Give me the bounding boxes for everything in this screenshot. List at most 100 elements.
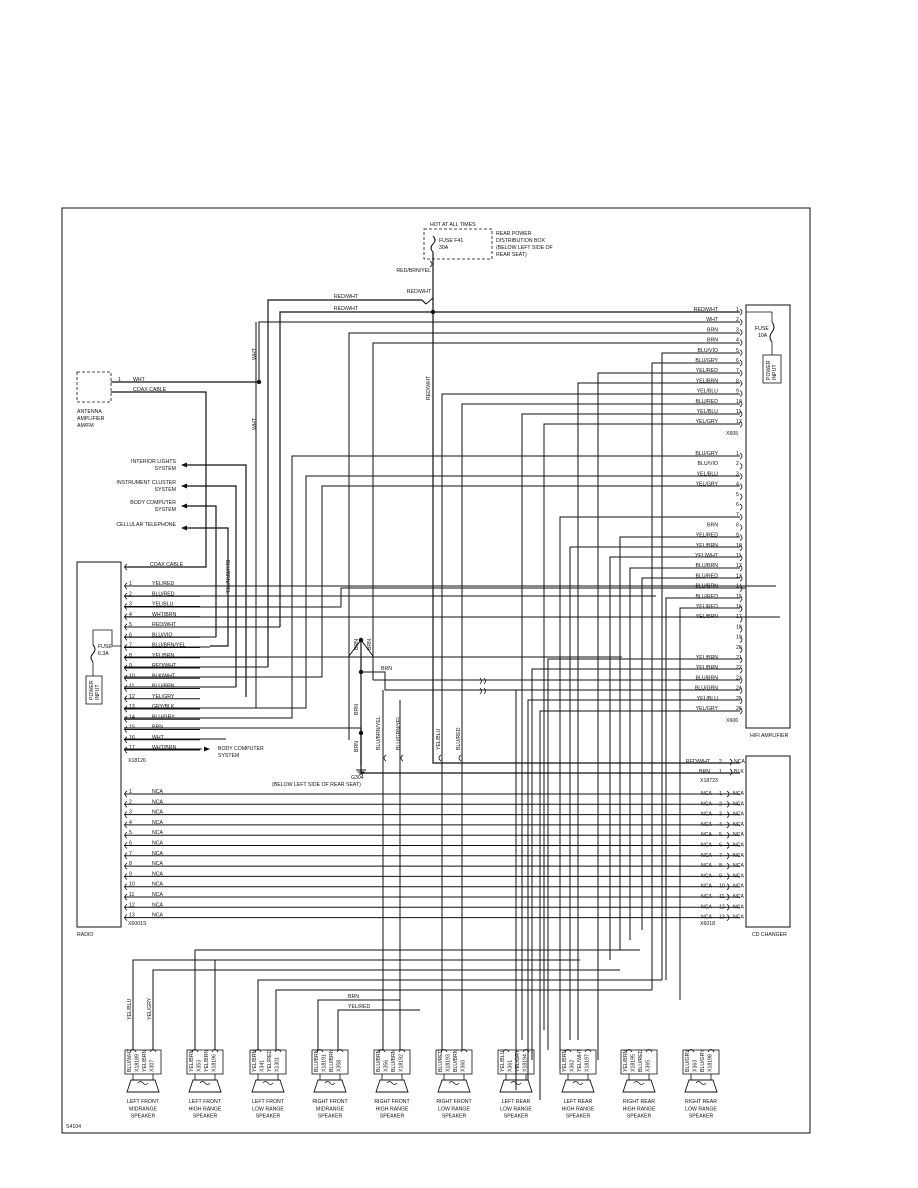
connector-terminal [460,1049,468,1053]
amp-pin-wire-label: YEL/WHT [695,553,719,559]
nca-label: NCA [733,791,744,797]
speaker-label: LEFT FRONT [252,1099,285,1105]
connector-terminal [739,390,743,397]
radio-pin-wire-label: RED/WHT [152,622,177,628]
connector-terminal [739,410,743,418]
connector-terminal [739,339,743,346]
speaker-connector-box [682,1049,720,1075]
speaker-label: HIGH RANGE [376,1106,409,1112]
radio-pin-number: 4 [129,612,132,618]
amp-pin-number: 25 [736,696,742,702]
speaker-label: RIGHT REAR [623,1099,655,1105]
amp-pin-number: 8 [736,378,739,384]
speaker-label: SPEAKER [689,1114,714,1120]
power-feed-label: RED/WHT [334,306,359,312]
fuse-label: FUSE [755,326,769,332]
connector-terminal [129,1049,137,1053]
speaker-connector-box [559,1049,597,1075]
changer-wire-label: BRN [699,769,710,775]
power-vertical-label: RED/WHT [426,375,432,400]
speaker-pin-code: BLU/BRN [329,1049,335,1072]
arrow-icon [204,746,210,752]
speaker-coil-icon [262,1081,274,1085]
amp-pin-wire-label: YEL/GRY [696,482,719,488]
amp-wire-run [441,393,740,763]
connector-terminal [739,503,743,511]
speaker-pin-code: X358 [337,1060,343,1072]
nca-label: NCA [152,871,163,877]
radio-nca-pin-number: 3 [129,810,132,816]
nca-label: NCA [701,801,712,807]
amp-pin-wire-label: YEL/BRN [696,378,718,384]
speaker-pin-code: X18192 [399,1054,405,1072]
radio-nca-pin-number: 5 [129,830,132,836]
ground-wire [361,671,740,691]
system-label: SYSTEM [155,466,176,472]
changer-connector-id: X18723 [700,778,718,784]
changer-pin-number: 3 [719,812,722,818]
amp-pin-number: 24 [736,686,742,692]
radio-pin-wire-label: WHT/BRN [152,745,176,751]
power-input-label: INPUT [95,684,101,700]
connector-terminal [739,564,743,572]
radio-pin-wire-label: YEL/GRY [152,694,175,700]
power-feed-wire [425,297,434,305]
speaker-icon [375,1079,409,1093]
nca-label: NCA [152,913,163,919]
nca-label: NCA [733,853,744,859]
connector-terminal [726,883,730,891]
connector-terminal [739,575,743,582]
speaker-icon [622,1079,656,1093]
speaker-label: HIGH RANGE [623,1106,656,1112]
amp-pin-wire-label: YEL/RED [696,368,718,374]
amp-pin-wire-label: YEL/GRY [696,419,719,425]
changer-pin-number: 8 [719,863,722,869]
speaker-label: SPEAKER [504,1114,529,1120]
radio-pin-wire-label: YEL/RED [152,581,174,587]
connector-terminal [726,893,730,901]
wire-label: BLU/GRN/YEL [396,716,402,750]
amp-wire-run [527,699,740,1080]
connector-terminal [211,1049,219,1053]
nca-label: NCA [152,841,163,847]
speaker-label: MIDRANGE [129,1106,157,1112]
connector-terminal [739,524,743,531]
speaker-icon [251,1079,285,1093]
speaker-pin-code: YEL/BRN [252,1050,258,1072]
amp-pin-wire-label: YEL/BRN [696,543,718,549]
speaker-pin-code: YEL/BRN [142,1050,148,1072]
connector-terminal [739,308,743,316]
radio-pin-number: 9 [129,663,132,669]
connector-terminal [458,754,462,762]
nca-label: NCA [733,863,744,869]
connector-terminal [149,1049,157,1053]
radio-pin-number: 8 [129,653,132,659]
speaker-feed-wire [257,979,662,1050]
changer-pin-number: 10 [719,884,725,890]
speaker-coil-icon [448,1081,460,1085]
connector-terminal [739,329,743,336]
antenna-label: AM/FM [77,423,94,429]
radio-pin-number: 13 [129,704,135,710]
connector-terminal [726,842,730,849]
amplifier-box [745,304,791,729]
wire [93,629,121,647]
amp-pin-wire-label: BRN [707,327,718,333]
radio-pin-number: 1 [129,581,132,587]
radio-nca-pin-number: 1 [129,789,132,795]
connector-terminal [739,359,743,367]
wire-label: YEL/GRY [147,997,153,1020]
speaker-pin-code: BLU/BRN [453,1049,459,1072]
wire-label: WHT [252,417,258,430]
radio-connector-id: X6001S [128,921,147,927]
radio-nca-pin-number: 6 [129,841,132,847]
amp-pin-number: 1 [736,451,739,457]
radio-pin-wire-label: BLK/WHT [152,673,176,679]
connector-terminal [726,903,730,911]
connector-terminal [398,1049,406,1053]
radio-connector-id: X18126 [128,758,146,764]
